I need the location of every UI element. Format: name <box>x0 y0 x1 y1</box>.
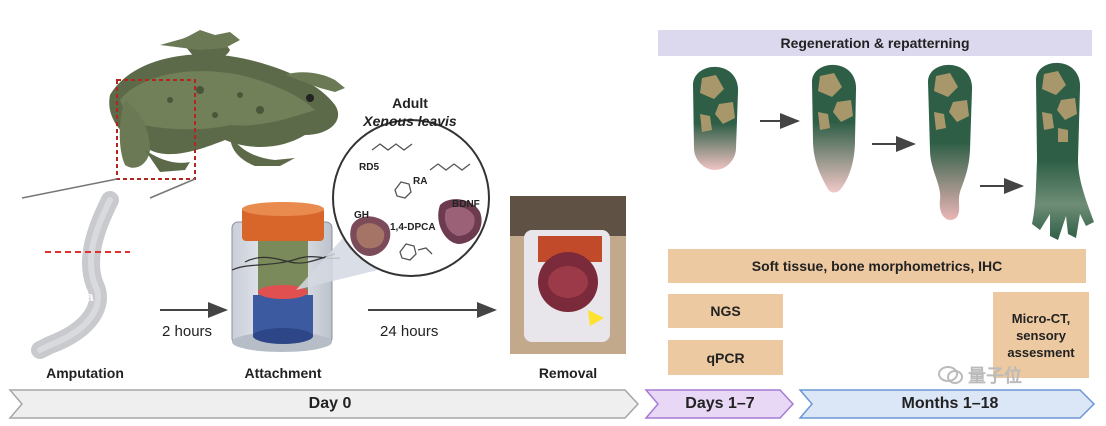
timeline-day0-label: Day 0 <box>308 395 352 412</box>
microct-line-1: Micro-CT, <box>1011 310 1071 326</box>
adult-label: Adult <box>392 95 428 111</box>
ngs-box: NGS <box>668 294 783 328</box>
attachment-device <box>231 202 341 352</box>
soft-tissue-box: Soft tissue, bone morphometrics, IHC <box>668 249 1086 283</box>
removal-photo <box>510 196 626 354</box>
molecule-gh: GH <box>354 210 369 221</box>
molecule-dpca: 1,4-DPCA <box>390 222 436 233</box>
zoom-line-left <box>21 178 118 199</box>
amputation-site-box <box>116 79 196 180</box>
tibiofibula-label: Tibiofibula <box>28 289 94 304</box>
microct-box: Micro-CT, sensory assesment <box>993 292 1089 378</box>
limb-stage-4 <box>1032 62 1094 241</box>
timeline <box>8 389 1096 419</box>
regeneration-banner: Regeneration & repatterning <box>658 30 1092 56</box>
limb-stage-3 <box>928 64 973 220</box>
species-label: Xenous leavis <box>363 113 457 129</box>
watermark: 量子位 <box>938 362 1022 388</box>
xray-bone <box>31 191 130 359</box>
timeline-months-label: Months 1–18 <box>901 395 999 412</box>
zoom-line-right <box>149 178 196 199</box>
time-24-hours: 24 hours <box>380 323 439 340</box>
qpcr-box: qPCR <box>668 340 783 375</box>
step-removal-label: Removal <box>538 365 598 381</box>
step-attachment-label: Attachment <box>244 365 322 381</box>
frog-illustration <box>109 30 345 172</box>
timeline-months-chevron <box>798 389 1096 419</box>
molecule-bdnf: BDNF <box>452 199 480 210</box>
limb-stage-2 <box>812 64 857 193</box>
wechat-icon <box>938 366 963 384</box>
watermark-text: 量子位 <box>968 366 1022 386</box>
microct-line-3: assesment <box>1007 344 1075 360</box>
molecule-ra: RA <box>413 176 428 187</box>
time-2-hours: 2 hours <box>162 323 213 340</box>
timeline-days-chevron <box>644 389 795 419</box>
step-amputation-label: Amputation <box>46 365 124 381</box>
timeline-day0-chevron <box>8 389 640 419</box>
timeline-days-label: Days 1–7 <box>685 395 755 412</box>
molecule-panel <box>296 119 490 290</box>
microct-line-2: sensory <box>1016 327 1066 343</box>
limb-stage-1 <box>693 66 739 170</box>
molecule-rd5: RD5 <box>359 162 380 173</box>
